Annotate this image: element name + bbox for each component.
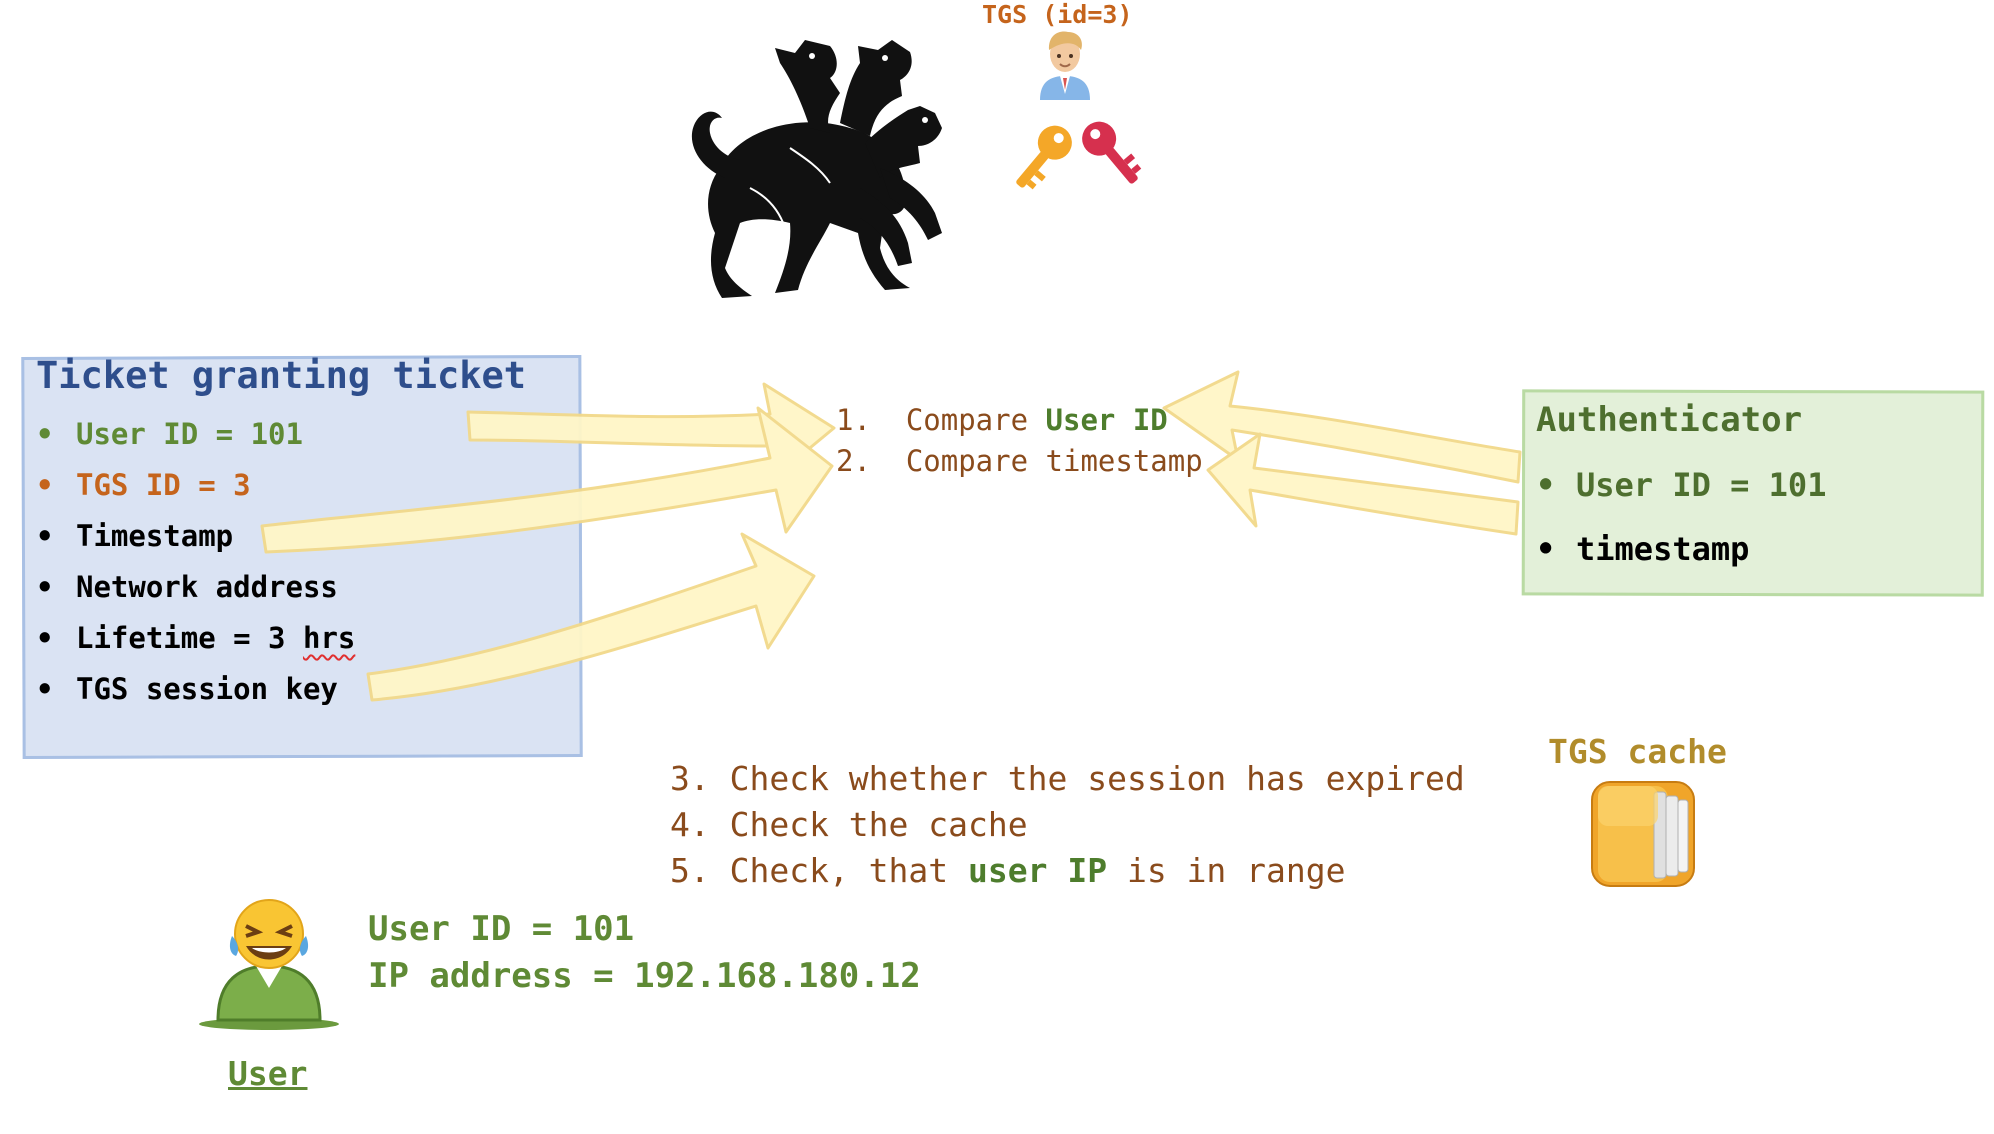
step-2: 2. Compare timestamp <box>836 441 1203 482</box>
folder-stack-icon <box>1591 781 1695 887</box>
step-2-text: Compare timestamp <box>905 444 1203 478</box>
tgs-cache-label: TGS cache <box>1548 732 1727 771</box>
tgt-item-network-address: Network address <box>36 565 355 616</box>
tgt-item-session-key: TGS session key <box>36 667 355 718</box>
user-label: User <box>228 1054 308 1093</box>
cerberus-icon <box>691 40 942 298</box>
arrow-auth-timestamp <box>1206 432 1520 536</box>
ticket-granting-ticket-title: Ticket granting ticket <box>36 354 527 397</box>
steps-bottom: 3. Check whether the session has expired… <box>670 756 1465 894</box>
step-1-number: 1. <box>836 403 871 437</box>
tgt-item-lifetime: Lifetime = 3 hrs <box>36 616 356 667</box>
step-1-highlight: User ID <box>1045 403 1168 437</box>
tgt-item-lifetime-text: Lifetime = 3 hrs <box>76 621 356 655</box>
orange-key-icon <box>1016 125 1072 190</box>
auth-item-user-id: User ID = 101 <box>1536 458 1827 522</box>
step-2-number: 2. <box>836 444 871 478</box>
step-5-text-post: is in range <box>1107 851 1346 890</box>
auth-item-timestamp: timestamp <box>1536 522 1826 586</box>
step-4: 4. Check the cache <box>670 805 1028 844</box>
step-1: 1. Compare User ID <box>836 400 1203 441</box>
red-key-icon <box>1082 121 1142 184</box>
step-5-text-pre: 5. Check, that <box>670 851 969 890</box>
arrow-auth-userid <box>1162 370 1522 484</box>
laughing-user-icon <box>199 899 339 1030</box>
tgs-person-icon <box>1040 31 1090 100</box>
step-3: 3. Check whether the session has expired <box>670 759 1465 798</box>
user-id-text: User ID = 101 <box>368 909 635 949</box>
authenticator-list: User ID = 101 timestamp <box>1536 458 1827 586</box>
spellcheck-underline: hrs <box>302 621 356 655</box>
steps-top: 1. Compare User ID 2. Compare timestamp <box>836 400 1203 482</box>
tgt-item-timestamp: Timestamp <box>36 514 355 565</box>
tgt-item-tgs-id: TGS ID = 3 <box>36 463 355 514</box>
user-ip-text: IP address = 192.168.180.12 <box>368 956 921 996</box>
ticket-granting-ticket-list: User ID = 101 TGS ID = 3 Timestamp Netwo… <box>36 412 356 718</box>
step-1-text: Compare <box>905 403 1046 437</box>
tgs-label: TGS (id=3) <box>982 0 1133 29</box>
step-5: 5. Check, that user IP is in range <box>670 848 1465 894</box>
user-info: User ID = 101 IP address = 192.168.180.1… <box>368 906 921 1000</box>
tgt-item-user-id: User ID = 101 <box>36 412 355 463</box>
step-5-highlight: user IP <box>968 851 1108 890</box>
authenticator-title: Authenticator <box>1536 400 1803 440</box>
